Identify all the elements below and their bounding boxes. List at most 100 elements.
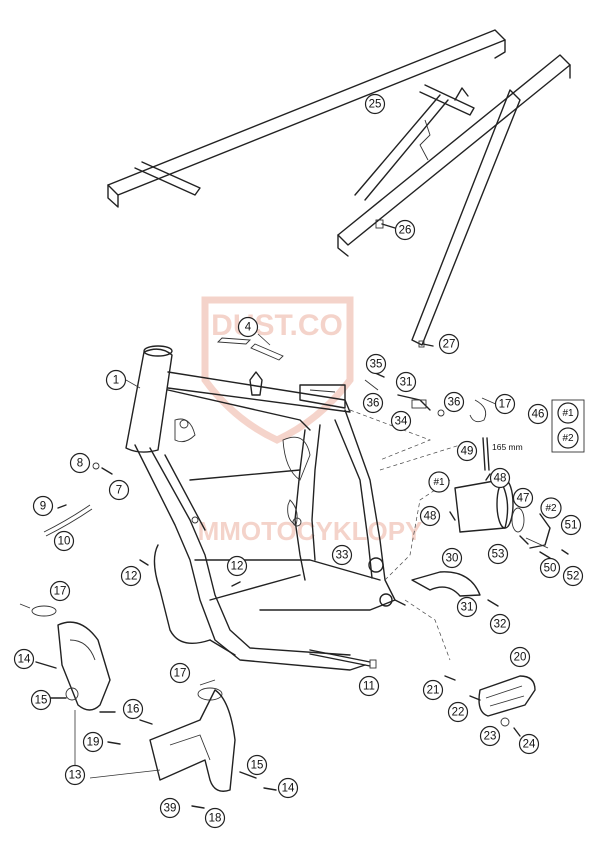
callout-10: 10 <box>53 530 75 552</box>
bolt-27 <box>418 340 434 348</box>
variant-tag-circle <box>428 471 450 493</box>
callout-53: 53 <box>487 543 509 565</box>
watermark-line2: MMOTOCYKLOPY <box>198 516 423 546</box>
callout-49: 49 <box>456 440 478 462</box>
callout-48: 48 <box>419 505 441 527</box>
callout-circle <box>560 514 582 536</box>
callout-17: 17 <box>49 580 71 602</box>
callout-circle <box>204 807 226 829</box>
callout-circle <box>395 371 417 393</box>
callout-12: 12 <box>226 555 248 577</box>
callout-circle <box>438 333 460 355</box>
callout-number: 15 <box>251 760 264 772</box>
variant-tag: #1 <box>557 402 579 424</box>
callout-circle <box>105 369 127 391</box>
callout-25: 25 <box>364 93 386 115</box>
callout-circle <box>456 440 478 462</box>
callout-number: 23 <box>484 731 497 743</box>
callout-number: 14 <box>18 654 31 666</box>
threaded-rod-49: 165 mm <box>482 437 523 471</box>
callout-number: 46 <box>532 409 545 421</box>
bolt-11 <box>309 649 377 669</box>
callout-circle <box>518 733 540 755</box>
callout-4: 4 <box>237 316 259 338</box>
callout-number: 18 <box>209 813 222 825</box>
cable-tie-17b <box>197 679 223 701</box>
variant-tag-label: #2 <box>545 503 557 514</box>
callout-circle <box>487 543 509 565</box>
leader-lines <box>125 333 461 661</box>
callout-36: 36 <box>443 391 465 413</box>
variant-tag-circle <box>540 497 562 519</box>
callout-number: 34 <box>395 416 408 428</box>
variant-tag-label: #2 <box>562 433 574 444</box>
callout-number: 10 <box>58 536 71 548</box>
callout-circle <box>512 487 534 509</box>
callout-circle <box>479 725 501 747</box>
callout-circle <box>365 353 387 375</box>
callout-circle <box>562 565 584 587</box>
callout-circle <box>122 698 144 720</box>
callout-26: 26 <box>394 219 416 241</box>
callout-15: 15 <box>246 754 268 776</box>
callout-24: 24 <box>518 733 540 755</box>
variant-tag-circle <box>557 427 579 449</box>
callout-number: 16 <box>127 704 140 716</box>
callout-circle <box>489 467 511 489</box>
callout-circle <box>364 93 386 115</box>
cable-tie-17a <box>19 603 57 617</box>
callout-number: 31 <box>400 377 413 389</box>
callout-number: 12 <box>231 561 244 573</box>
variant-tag: #2 <box>557 427 579 449</box>
callout-number: 20 <box>514 652 527 664</box>
callout-14: 14 <box>13 648 35 670</box>
callout-number: 27 <box>443 339 456 351</box>
decal-4 <box>216 337 284 361</box>
callout-number: 53 <box>492 549 505 561</box>
callout-39: 39 <box>159 797 181 819</box>
callout-circle <box>30 689 52 711</box>
variant-tag: #1 <box>428 471 450 493</box>
callout-35: 35 <box>365 353 387 375</box>
callout-number: 36 <box>367 398 380 410</box>
watermark-line1: DUST.CO <box>211 309 343 342</box>
callout-number: 25 <box>369 99 382 111</box>
callout-number: 39 <box>164 803 177 815</box>
callout-circle <box>108 479 130 501</box>
callout-number: 51 <box>565 520 578 532</box>
callout-number: 30 <box>446 553 459 565</box>
callout-1: 1 <box>105 369 127 391</box>
callout-number: 50 <box>544 563 557 575</box>
callout-circle <box>49 580 71 602</box>
callout-number: 1 <box>113 375 119 387</box>
callout-14: 14 <box>277 777 299 799</box>
callout-number: 8 <box>77 458 83 470</box>
callout-number: 4 <box>245 322 252 334</box>
callout-number: 7 <box>116 485 122 497</box>
dimension-note: 165 mm <box>492 442 523 452</box>
callout-circle <box>456 596 478 618</box>
cover-30 <box>411 571 499 607</box>
callout-number: 9 <box>40 501 46 513</box>
callout-number: 22 <box>452 707 465 719</box>
callout-7: 7 <box>108 479 130 501</box>
callout-number: 24 <box>523 739 536 751</box>
callouts: 1478910111212131414151516171717181920212… <box>13 93 584 829</box>
callout-number: 52 <box>567 571 580 583</box>
variant-box <box>551 399 585 453</box>
watermark: DUST.CO MMOTOCYKLOPY <box>198 296 423 546</box>
variant-tag: #2 <box>540 497 562 519</box>
callout-circle <box>169 662 191 684</box>
bolt-26 <box>375 219 396 229</box>
callout-circle <box>246 754 268 776</box>
callout-circle <box>64 764 86 786</box>
callout-number: 47 <box>517 493 530 505</box>
callout-17: 17 <box>494 393 516 415</box>
callout-13: 13 <box>64 764 86 786</box>
callout-circle <box>394 219 416 241</box>
callout-circle <box>443 391 465 413</box>
callout-circle <box>13 648 35 670</box>
callout-number: 14 <box>282 783 295 795</box>
callout-51: 51 <box>560 514 582 536</box>
variant-tag-label: #1 <box>433 477 445 488</box>
